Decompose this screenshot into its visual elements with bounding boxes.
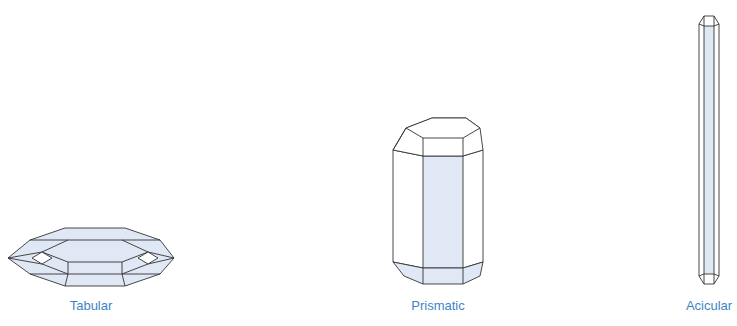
acicular-crystal <box>699 16 719 284</box>
crystal-habit-label: Prismatic <box>411 298 464 314</box>
crystal-habit-label: Acicular <box>686 298 732 314</box>
crystal-habit-label: Tabular <box>70 298 113 314</box>
tabular-crystal <box>8 228 174 286</box>
prismatic-crystal <box>393 118 483 284</box>
